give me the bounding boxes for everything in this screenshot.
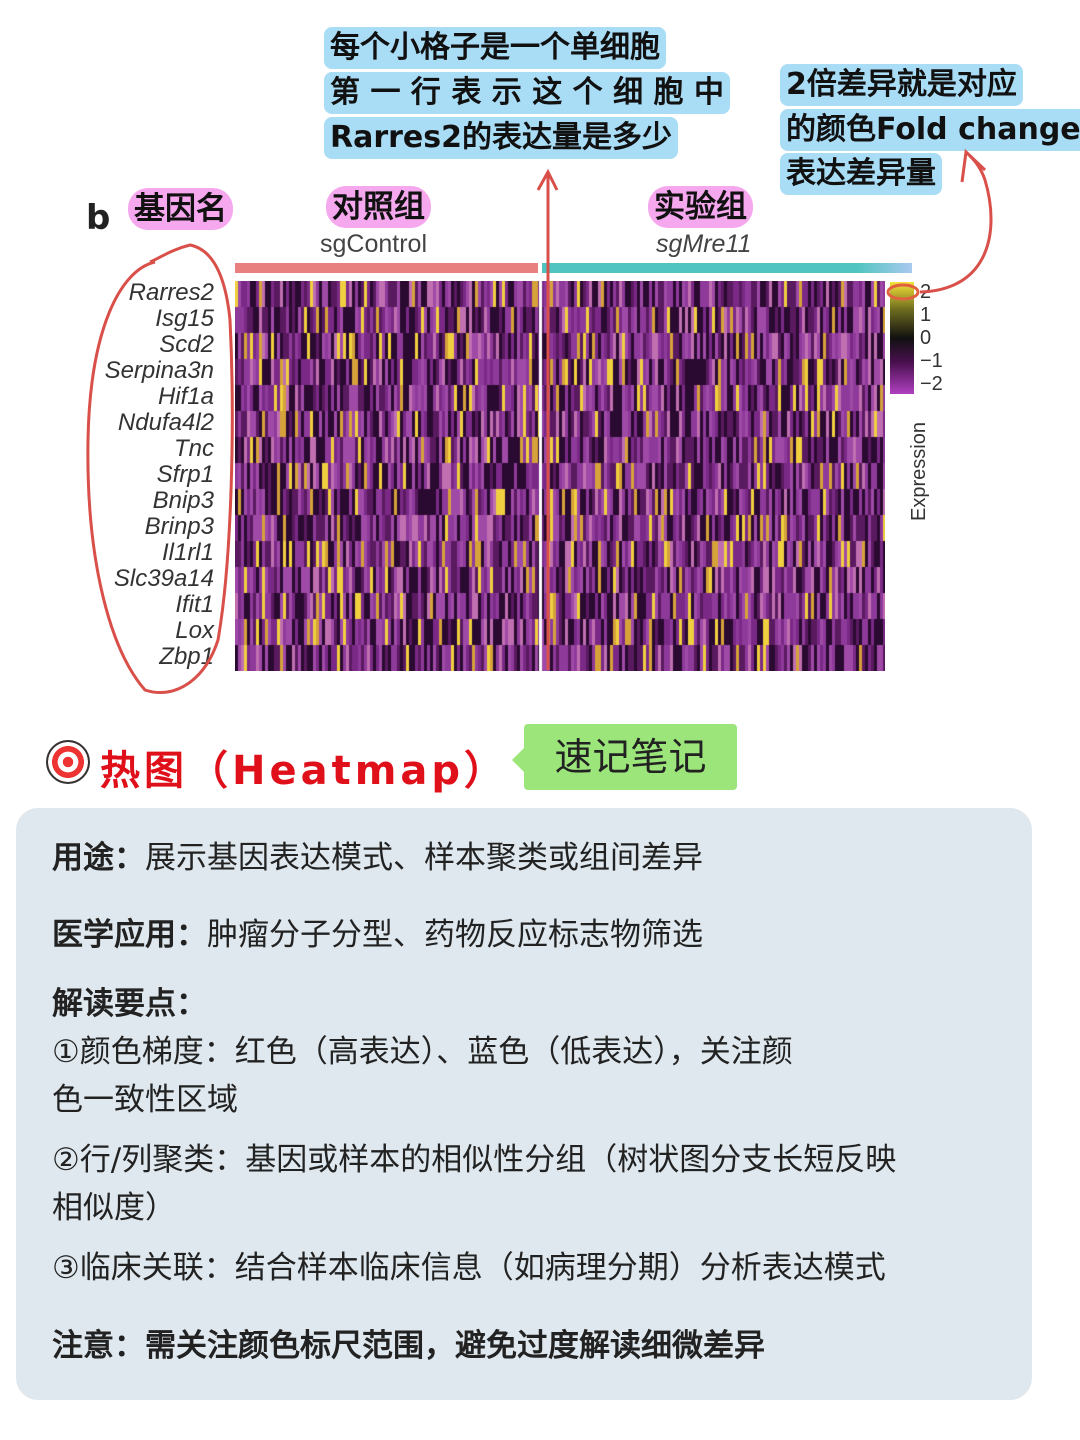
fold-note-line-2: 的颜色Fold change: [780, 109, 1080, 151]
point-1a: ①颜色梯度：红色（高表达）、蓝色（低表达），关注颜: [52, 1034, 793, 1070]
gene-label: Lox: [175, 617, 214, 644]
gene-label: Bnip3: [152, 487, 214, 514]
gene-label: Sfrp1: [156, 461, 214, 488]
up-arrow-icon: [536, 168, 559, 670]
points-label: 解读要点：: [52, 986, 207, 1022]
section-title: 热图（Heatmap）: [100, 748, 509, 794]
scale-tick: 0: [920, 327, 932, 349]
gene-label: Isg15: [155, 305, 214, 332]
scale-tick: −1: [920, 350, 943, 372]
caution-line: 注意：需关注颜色标尺范围，避免过度解读细微差异: [52, 1328, 765, 1364]
cell-note-line-3: Rarres2的表达量是多少: [324, 117, 679, 159]
usage-line: 用途：展示基因表达模式、样本聚类或组间差异: [52, 834, 703, 882]
quick-notes-badge: 速记笔记: [524, 724, 737, 790]
point-2b: 相似度）: [52, 1190, 176, 1226]
point-3: ③临床关联：结合样本临床信息（如病理分期）分析表达模式: [52, 1250, 886, 1286]
gene-label: Hif1a: [157, 383, 214, 410]
annotation-arrows: [86, 148, 993, 695]
group-label-experiment: sgMre11: [656, 230, 752, 258]
scale-top-circle: [886, 283, 920, 301]
gene-label: Scd2: [159, 331, 214, 358]
heatmap-grid: [235, 281, 885, 671]
usage-label: 用途：: [52, 840, 145, 876]
gene-name-tag: 基因名: [128, 188, 233, 230]
target-icon: [46, 740, 90, 784]
experiment-tag: 实验组: [648, 186, 753, 228]
experiment-group-bar: [542, 263, 912, 273]
control-group-bar: [235, 263, 538, 273]
gene-label: Rarres2: [128, 279, 214, 306]
gene-label: Brinp3: [144, 513, 214, 540]
scale-tick: −2: [920, 373, 943, 395]
gene-label: Serpina3n: [104, 357, 214, 384]
color-scale-bar: [890, 282, 914, 394]
fold-note-line-1: 2倍差异就是对应: [780, 64, 1023, 106]
gene-label: Il1rl1: [161, 539, 214, 566]
medical-text: 肿瘤分子分型、药物反应标志物筛选: [207, 917, 703, 953]
gene-label: Tnc: [173, 435, 214, 462]
cell-note-line-2: 第 一 行 表 示 这 个 细 胞 中: [324, 72, 730, 114]
group-label-control: sgControl: [320, 230, 427, 258]
medical-line: 医学应用：肿瘤分子分型、药物反应标志物筛选: [52, 911, 703, 959]
gene-label: Slc39a14: [113, 565, 214, 592]
medical-label: 医学应用：: [52, 917, 207, 953]
point-2a: ②行/列聚类：基因或样本的相似性分组（树状图分支长短反映: [52, 1142, 897, 1178]
scale-tick: 1: [920, 304, 932, 326]
control-tag: 对照组: [326, 186, 431, 228]
curved-arrow-icon: [919, 148, 993, 294]
usage-text: 展示基因表达模式、样本聚类或组间差异: [145, 840, 703, 876]
gene-label: Ndufa4l2: [117, 409, 214, 436]
cell-note-line-1: 每个小格子是一个单细胞: [324, 27, 666, 69]
point-1b: 色一致性区域: [52, 1082, 238, 1118]
panel-label: b: [86, 198, 111, 238]
notes-card: [16, 808, 1032, 1400]
gene-list-circle: [86, 243, 234, 695]
fold-note-line-3: 表达差异量: [780, 153, 942, 195]
gene-label: Ifit1: [175, 591, 214, 618]
badge-pointer: [512, 748, 524, 772]
